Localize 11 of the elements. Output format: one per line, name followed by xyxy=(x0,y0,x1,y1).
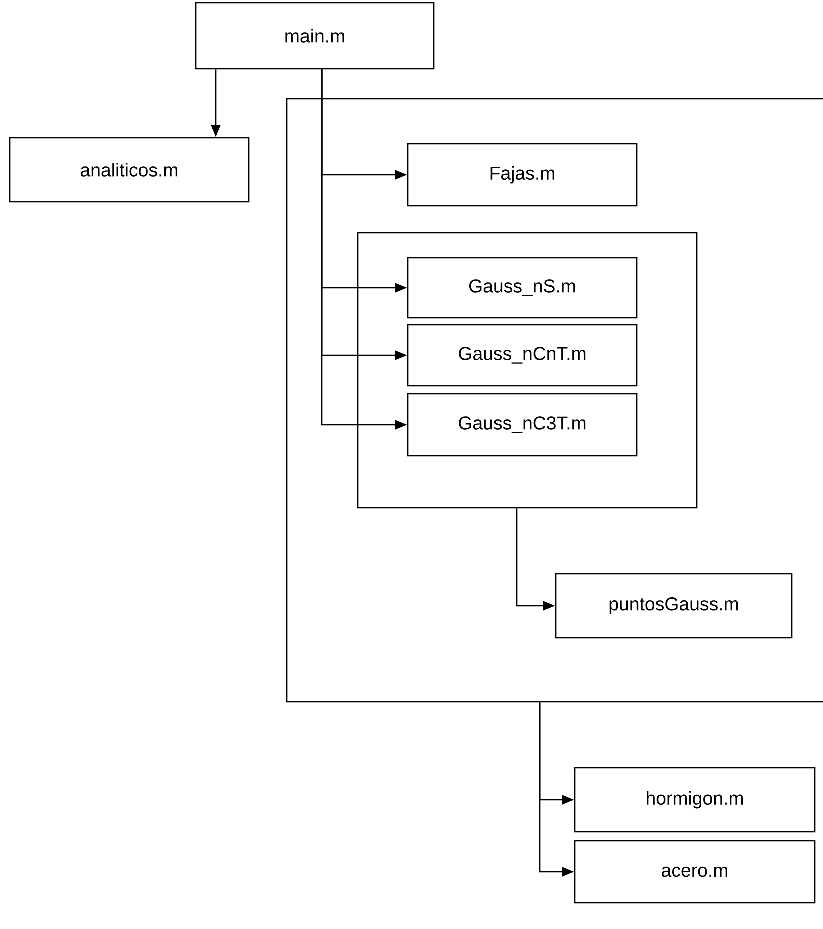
file-box: Fajas.m xyxy=(407,143,638,207)
group-frame xyxy=(357,232,698,509)
file-box: Gauss_nC3T.m xyxy=(407,393,638,457)
file-box: analiticos.m xyxy=(9,137,250,203)
file-box: main.m xyxy=(195,2,435,70)
file-box: Gauss_nS.m xyxy=(407,257,638,319)
file-box: Gauss_nCnT.m xyxy=(407,324,638,387)
file-box: puntosGauss.m xyxy=(555,573,793,639)
file-box: hormigon.m xyxy=(574,767,816,833)
file-box: acero.m xyxy=(574,840,816,904)
group-frame xyxy=(286,98,823,703)
